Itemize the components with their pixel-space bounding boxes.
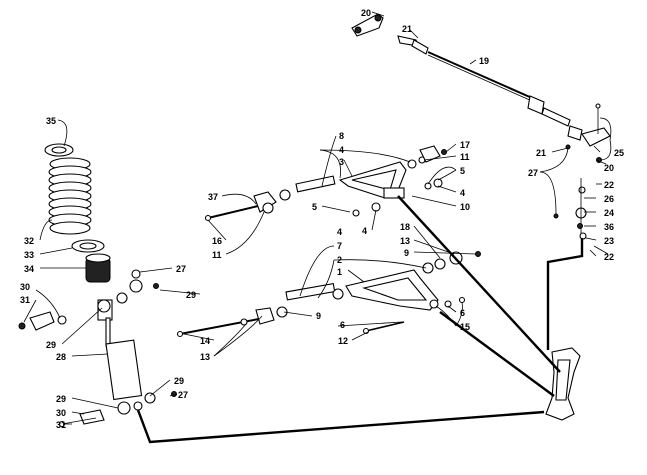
callout-6a: 6 xyxy=(340,320,345,330)
lower-a-arm xyxy=(285,251,481,335)
callout-32: 32 xyxy=(24,236,34,246)
upper-arm-bolt xyxy=(204,191,277,222)
callout-29a: 29 xyxy=(186,290,196,300)
callout-4b: 4 xyxy=(460,188,465,198)
assembly-lines xyxy=(136,195,584,444)
callout-28: 28 xyxy=(56,352,66,362)
callout-27c: 27 xyxy=(178,390,188,400)
callout-31b: 31 xyxy=(56,420,66,430)
callout-24: 24 xyxy=(604,208,614,218)
callout-36: 36 xyxy=(604,222,614,232)
callout-26: 26 xyxy=(604,194,614,204)
callout-19: 19 xyxy=(479,56,489,66)
callout-13b: 13 xyxy=(200,352,210,362)
spring-shock-assembly xyxy=(18,143,177,428)
callout-20: 20 xyxy=(361,8,371,18)
callout-8: 8 xyxy=(339,131,344,141)
callout-11b: 11 xyxy=(212,250,222,260)
callout-5a: 5 xyxy=(460,166,465,176)
leader-lines xyxy=(23,11,612,425)
callout-15: 15 xyxy=(460,322,470,332)
upper-a-arm xyxy=(279,145,447,217)
callout-2: 2 xyxy=(337,255,342,265)
callout-22b: 22 xyxy=(604,252,614,262)
callout-29d: 29 xyxy=(56,394,66,404)
callout-35: 35 xyxy=(46,116,56,126)
callout-numbers: 20 21 19 25 21 20 27 22 26 24 36 23 22 3… xyxy=(20,8,624,430)
callout-22a: 22 xyxy=(604,180,614,190)
callout-10: 10 xyxy=(460,202,470,212)
callout-16: 16 xyxy=(212,236,222,246)
callout-25: 25 xyxy=(614,148,624,158)
callout-12: 12 xyxy=(338,336,348,346)
callout-4d: 4 xyxy=(337,227,342,237)
callout-29b: 29 xyxy=(46,340,56,350)
callout-27b: 27 xyxy=(176,264,186,274)
callout-20b: 20 xyxy=(604,163,614,173)
callout-34: 34 xyxy=(24,264,34,274)
callout-30a: 30 xyxy=(20,282,30,292)
callout-6b: 6 xyxy=(460,308,465,318)
spindle xyxy=(545,347,581,421)
callout-5b: 5 xyxy=(312,202,317,212)
callout-3: 3 xyxy=(339,157,344,167)
lower-arm-bolt xyxy=(176,306,288,338)
callout-30b: 30 xyxy=(56,408,66,418)
callout-9a: 9 xyxy=(404,248,409,258)
callout-11a: 11 xyxy=(460,152,470,162)
callout-31a: 31 xyxy=(20,295,30,305)
callout-13a: 13 xyxy=(400,236,410,246)
callout-23: 23 xyxy=(604,236,614,246)
callout-33: 33 xyxy=(24,250,34,260)
callout-17: 17 xyxy=(460,140,470,150)
coil-spring xyxy=(48,157,92,235)
callout-21: 21 xyxy=(402,24,412,34)
callout-37: 37 xyxy=(208,192,218,202)
callout-4c: 4 xyxy=(362,226,367,236)
callout-4a: 4 xyxy=(339,145,344,155)
callout-1: 1 xyxy=(337,267,342,277)
callout-27a: 27 xyxy=(528,168,538,178)
callout-7: 7 xyxy=(337,241,342,251)
tie-rod-assembly xyxy=(351,13,611,255)
callout-21b: 21 xyxy=(536,148,546,158)
callout-14: 14 xyxy=(200,336,210,346)
callout-29c: 29 xyxy=(174,376,184,386)
callout-9b: 9 xyxy=(316,311,321,321)
callout-18: 18 xyxy=(400,222,410,232)
